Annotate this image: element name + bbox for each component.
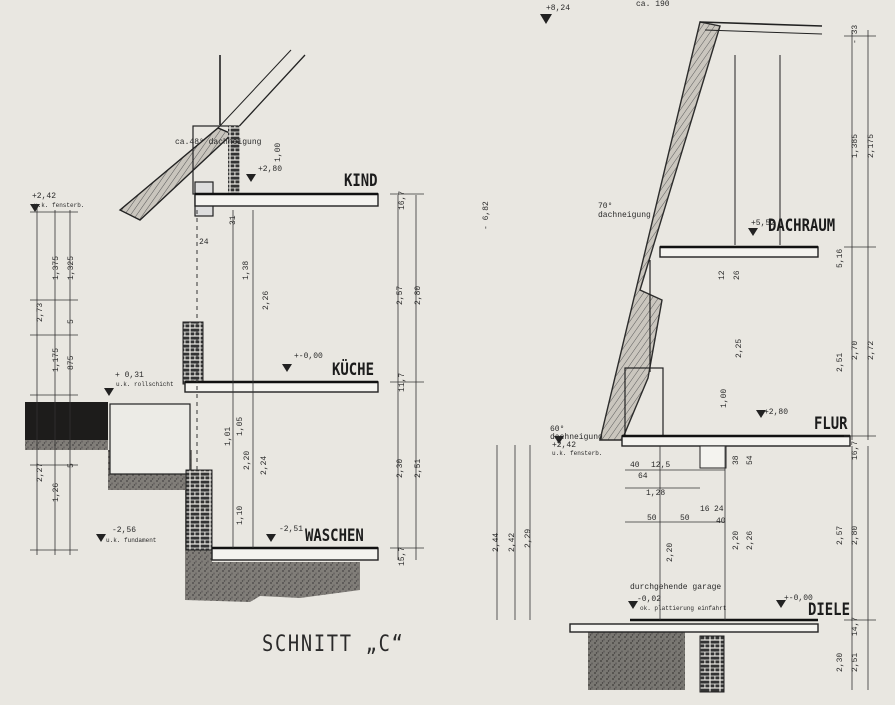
dim-right: 38 bbox=[732, 455, 741, 465]
dim-right: 12 bbox=[718, 270, 727, 280]
dim-left: 2,73 bbox=[36, 302, 45, 322]
dim-right: 64 bbox=[638, 472, 648, 481]
level-diele-low: -0,02 bbox=[637, 595, 662, 604]
note-roof-pitch-60-label: dachneigung bbox=[550, 433, 603, 442]
dim-right: 1,385 bbox=[851, 133, 860, 158]
dim-left: 1,175 bbox=[52, 347, 61, 372]
dim-right: 54 bbox=[746, 455, 755, 465]
dim-left: 1,38 bbox=[242, 260, 251, 280]
dim-left: 2,27 bbox=[36, 462, 45, 482]
room-label-kueche: KÜCHE bbox=[332, 360, 374, 380]
dim-left: 1,325 bbox=[67, 255, 76, 280]
dim-left: 15,7 bbox=[398, 546, 407, 566]
dim-right: 2,25 bbox=[735, 338, 744, 358]
level-left-low-note: u.k. fundament bbox=[106, 537, 157, 544]
dim-left: 2,20 bbox=[243, 450, 252, 470]
level-left-mid: + 0,31 bbox=[115, 371, 144, 380]
level-left-low: -2,56 bbox=[112, 526, 137, 535]
dim-left: 5 bbox=[67, 463, 76, 468]
dim-right: 1,28 bbox=[646, 489, 666, 498]
dim-right: 40 bbox=[630, 461, 640, 470]
dim-left: 24 bbox=[199, 238, 209, 247]
right-section bbox=[496, 14, 876, 693]
drawing-title: SCHNITT „C“ bbox=[262, 632, 405, 657]
dim-left: 1,00 bbox=[274, 142, 283, 162]
level-right-mid: +2,42 bbox=[552, 441, 577, 450]
dim-right: 2,51 bbox=[851, 652, 860, 672]
room-label-flur: FLUR bbox=[814, 414, 848, 434]
note-top-ca: ca. 190 bbox=[636, 0, 670, 9]
dim-left: 1,10 bbox=[236, 505, 245, 525]
dim-right: 2,72 bbox=[867, 340, 876, 360]
dim-right: 26 bbox=[733, 270, 742, 280]
note-roof-pitch-70: 70° bbox=[598, 202, 613, 211]
level-flur-floor: +2,80 bbox=[764, 408, 789, 417]
level-waschen-floor: -2,51 bbox=[279, 525, 304, 534]
level-right-mid-note: u.k. fensterb. bbox=[552, 450, 603, 457]
level-kind-floor: +2,80 bbox=[258, 165, 283, 174]
note-roof-pitch-left: ca.48° dachneigung bbox=[175, 138, 262, 147]
dim-right: 16 bbox=[700, 505, 710, 514]
level-diele-floor: +-0,00 bbox=[784, 594, 813, 603]
dim-right: 2,20 bbox=[732, 530, 741, 550]
dim-right: 2,80 bbox=[851, 525, 860, 545]
room-label-diele: DIELE bbox=[808, 600, 850, 620]
dim-left: 16,7 bbox=[398, 190, 407, 210]
room-label-dachraum: DACHRAUM bbox=[768, 216, 836, 236]
note-roof-pitch-70-label: dachneigung bbox=[598, 211, 651, 220]
dim-left: 2,26 bbox=[262, 290, 271, 310]
dim-right: 14,7 bbox=[851, 616, 860, 636]
dim-right: 2,44 bbox=[492, 532, 501, 552]
dim-right: - 33 bbox=[851, 24, 860, 44]
level-right-left-axis: - 6,82 bbox=[482, 201, 491, 230]
dim-right: 1,00 bbox=[720, 388, 729, 408]
level-left-mid-note: u.k. rollschicht bbox=[116, 381, 174, 388]
dim-left: 11,7 bbox=[398, 372, 407, 392]
dim-left: 1,01 bbox=[224, 426, 233, 446]
dim-left: 2,80 bbox=[414, 285, 423, 305]
dim-right: 50 bbox=[647, 514, 657, 523]
dim-left: 875 bbox=[67, 355, 76, 370]
dim-left: 2,30 bbox=[396, 458, 405, 478]
room-label-waschen: WASCHEN bbox=[305, 526, 364, 546]
dim-right: 2,175 bbox=[867, 133, 876, 158]
dim-left: 2,57 bbox=[396, 285, 405, 305]
dim-right: 2,20 bbox=[666, 542, 675, 562]
left-section bbox=[25, 49, 424, 602]
level-right-top: +8,24 bbox=[546, 4, 571, 13]
dim-left: 2,24 bbox=[260, 455, 269, 475]
dim-left: 1,26 bbox=[52, 482, 61, 502]
dim-right: 2,29 bbox=[524, 528, 533, 548]
level-left-top-note: u.k. fensterb. bbox=[34, 202, 85, 209]
dim-right: 2,51 bbox=[836, 352, 845, 372]
room-label-kind: KIND bbox=[344, 171, 378, 191]
note-roof-pitch-60: 60° bbox=[550, 425, 565, 434]
dim-right: 16,7 bbox=[851, 440, 860, 460]
note-footing: ok. plattierung einfahrt bbox=[640, 605, 727, 612]
level-kueche-floor: +-0,00 bbox=[294, 352, 323, 361]
dim-right: 2,70 bbox=[851, 340, 860, 360]
dim-left: 1,05 bbox=[236, 416, 245, 436]
dim-left: 2,51 bbox=[414, 458, 423, 478]
dim-left: 5 bbox=[67, 319, 76, 324]
dim-left: 31 bbox=[229, 215, 238, 225]
level-left-top: +2,42 bbox=[32, 192, 57, 201]
dim-right: 24 bbox=[714, 505, 724, 514]
dim-left: 1,375 bbox=[52, 255, 61, 280]
note-garage: durchgehende garage bbox=[630, 583, 722, 592]
dim-right: 12,5 bbox=[651, 461, 671, 470]
dim-right: 2,42 bbox=[508, 532, 517, 552]
dim-right: 2,30 bbox=[836, 652, 845, 672]
dim-right: 2,26 bbox=[746, 530, 755, 550]
dim-right: 5,16 bbox=[836, 248, 845, 268]
dim-right: 40 bbox=[716, 517, 726, 526]
dim-right: 2,57 bbox=[836, 525, 845, 545]
dim-right: 50 bbox=[680, 514, 690, 523]
level-dachraum-floor: +5,52 bbox=[751, 219, 776, 228]
